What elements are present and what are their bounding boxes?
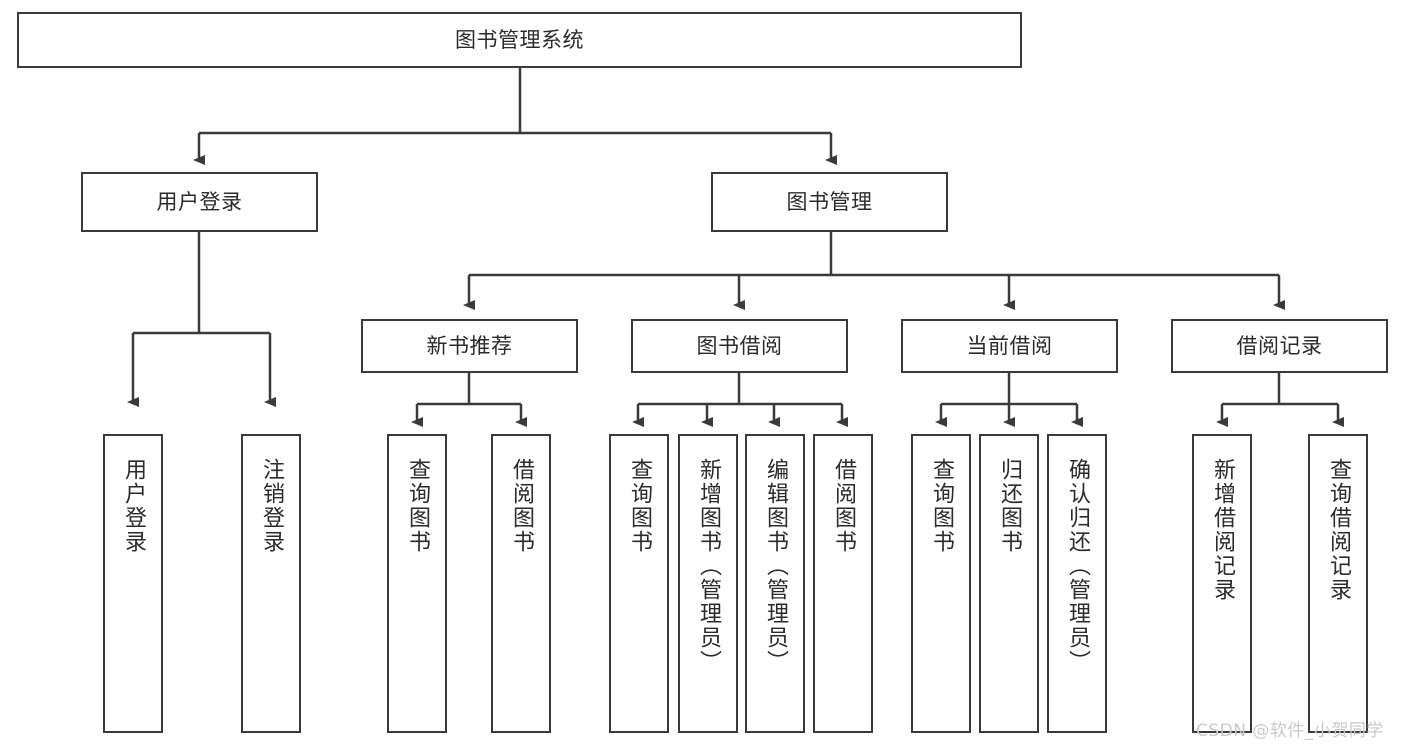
node-new-book-recommend[interactable]: 新书推荐 [361, 319, 578, 373]
node-leaf-confirm-return[interactable]: 确认归还（管理员） [1047, 434, 1107, 733]
node-leaf-query-book-2[interactable]: 查询图书 [609, 434, 669, 733]
node-book-manage[interactable]: 图书管理 [711, 172, 948, 232]
node-leaf-query-book-2-label: 查询图书 [626, 458, 652, 554]
node-leaf-query-record[interactable]: 查询借阅记录 [1308, 434, 1368, 733]
node-leaf-add-record[interactable]: 新增借阅记录 [1192, 434, 1252, 733]
node-user-login-label: 用户登录 [156, 189, 243, 214]
node-leaf-edit-book[interactable]: 编辑图书（管理员） [745, 434, 805, 733]
node-leaf-borrow-book-2-label: 借阅图书 [830, 458, 856, 554]
node-book-borrow[interactable]: 图书借阅 [631, 319, 848, 373]
node-leaf-user-login-label: 用户登录 [120, 458, 146, 554]
node-leaf-query-book-3[interactable]: 查询图书 [911, 434, 971, 733]
node-leaf-logout-login[interactable]: 注销登录 [241, 434, 301, 733]
node-leaf-query-book-1-label: 查询图书 [404, 458, 430, 554]
node-root[interactable]: 图书管理系统 [17, 12, 1022, 68]
node-leaf-query-book-1[interactable]: 查询图书 [387, 434, 447, 733]
node-book-manage-label: 图书管理 [786, 189, 873, 214]
csdn-watermark: CSDN @软件_小贺同学 [1196, 721, 1384, 741]
node-leaf-add-book[interactable]: 新增图书（管理员） [678, 434, 738, 733]
node-leaf-return-book-label: 归还图书 [996, 458, 1022, 554]
node-borrow-record[interactable]: 借阅记录 [1171, 319, 1388, 373]
node-leaf-add-record-label: 新增借阅记录 [1209, 458, 1235, 602]
node-leaf-confirm-return-label: 确认归还（管理员） [1064, 458, 1090, 674]
node-leaf-user-login[interactable]: 用户登录 [103, 434, 163, 733]
node-leaf-add-book-label: 新增图书（管理员） [695, 458, 721, 674]
node-current-borrow-label: 当前借阅 [966, 333, 1053, 358]
node-leaf-return-book[interactable]: 归还图书 [979, 434, 1039, 733]
node-user-login[interactable]: 用户登录 [81, 172, 318, 232]
node-borrow-record-label: 借阅记录 [1236, 333, 1323, 358]
node-leaf-borrow-book-1-label: 借阅图书 [508, 458, 534, 554]
node-leaf-query-book-3-label: 查询图书 [928, 458, 954, 554]
node-leaf-borrow-book-2[interactable]: 借阅图书 [813, 434, 873, 733]
node-root-label: 图书管理系统 [455, 27, 584, 52]
node-leaf-edit-book-label: 编辑图书（管理员） [762, 458, 788, 674]
node-current-borrow[interactable]: 当前借阅 [901, 319, 1118, 373]
node-book-borrow-label: 图书借阅 [696, 333, 783, 358]
node-leaf-logout-login-label: 注销登录 [258, 458, 284, 554]
node-leaf-borrow-book-1[interactable]: 借阅图书 [491, 434, 551, 733]
node-new-book-recommend-label: 新书推荐 [426, 333, 513, 358]
node-leaf-query-record-label: 查询借阅记录 [1325, 458, 1351, 602]
